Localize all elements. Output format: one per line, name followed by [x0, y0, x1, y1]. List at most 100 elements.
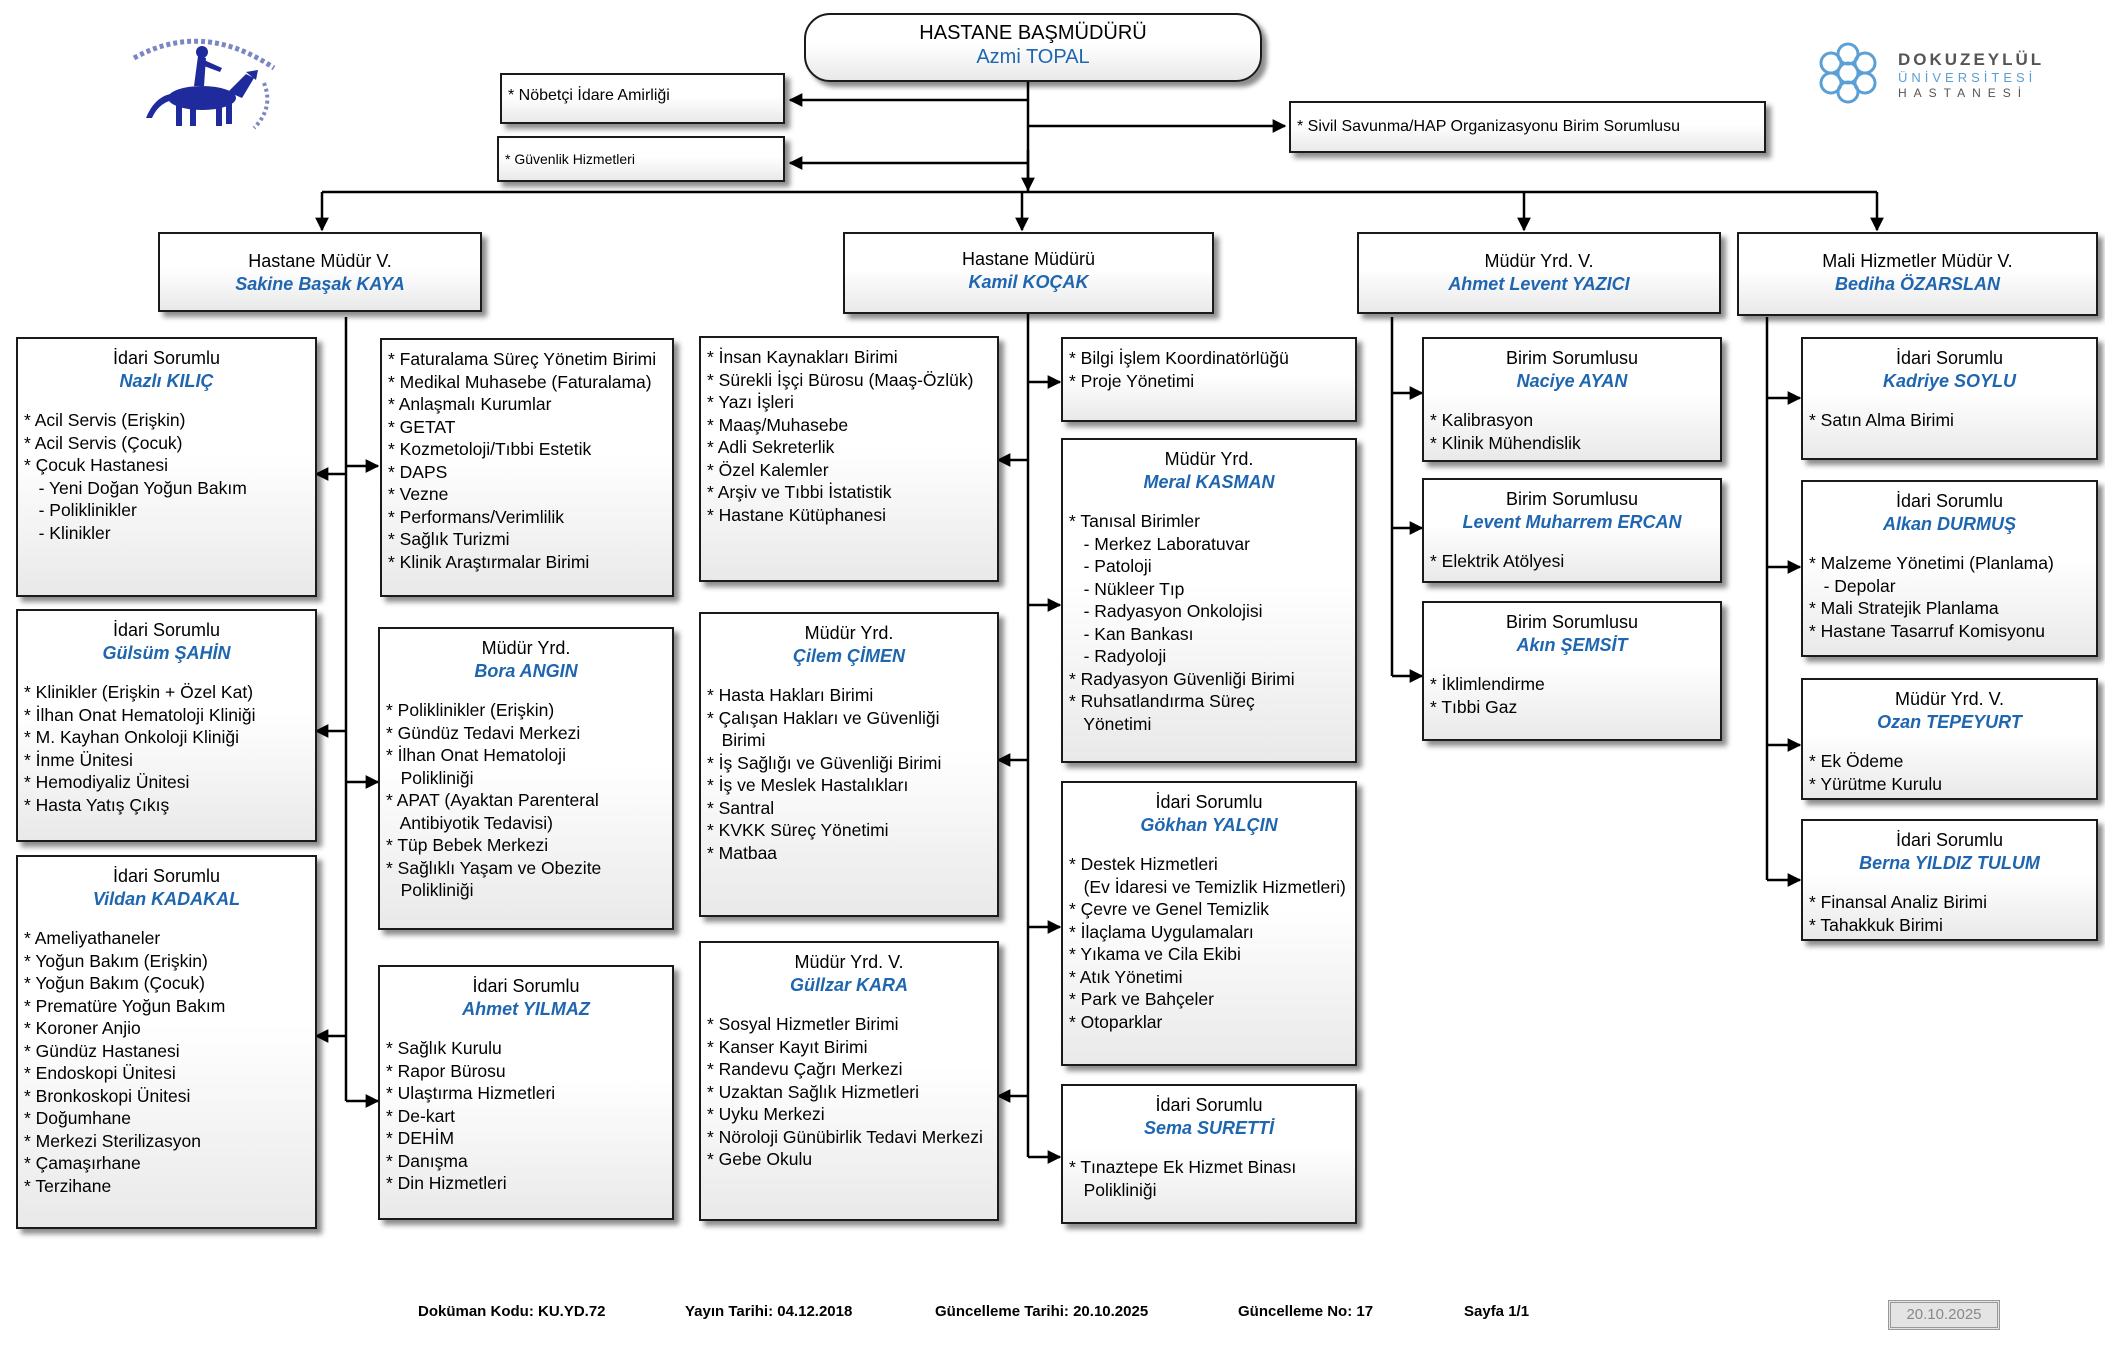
unit-item: - Radyoloji: [1069, 646, 1167, 666]
unit-item: - Klinikler: [24, 522, 111, 543]
unit-item: * Hasta Hakları Birimi: [707, 685, 874, 705]
unit-item: * Park ve Bahçeler: [1069, 989, 1214, 1009]
unit-header: Müdür Yrd.Meral KASMAN: [1063, 448, 1355, 494]
flower-logo-icon: [1819, 42, 1877, 104]
unit-box-meral-kasman[interactable]: Müdür Yrd.Meral KASMAN * Tanısal Birimler…: [1061, 438, 1357, 763]
unit-item: * Kanser Kayıt Birimi: [707, 1036, 868, 1057]
unit-item: * Gebe Okulu: [707, 1149, 813, 1169]
unit-item: * Performans/Verimlilik: [388, 506, 565, 527]
manager-box-2[interactable]: Hastane Müdürü Kamil KOÇAK: [843, 232, 1214, 314]
unit-item: * İlaçlama Uygulamaları: [1069, 921, 1254, 942]
unit-title: İdari Sorumlu: [112, 866, 221, 886]
unit-box-ozan-tepeyurt[interactable]: Müdür Yrd. V.Ozan TEPEYURT* Ek Ödeme* Yü…: [1801, 678, 2098, 800]
unit-box-gullzar-kara[interactable]: Müdür Yrd. V.Güllzar KARA* Sosyal Hizmet…: [699, 941, 999, 1221]
unit-box-bilgi-islem[interactable]: * Bilgi İşlem Koordinatörlüğü* Proje Yön…: [1061, 337, 1357, 422]
unit-item: * Uzaktan Sağlık Hizmetleri: [707, 1081, 920, 1102]
unit-item: * Din Hizmetleri: [386, 1173, 507, 1193]
unit-item: * Prematüre Yoğun Bakım: [24, 995, 226, 1016]
unit-box-cilem-cimen[interactable]: Müdür Yrd.Çilem ÇİMEN * Hasta Hakları Bir…: [699, 612, 999, 917]
unit-item: Polikliniği: [386, 767, 474, 788]
unit-title: Müdür Yrd.: [481, 638, 571, 658]
unit-item: * Merkezi Sterilizasyon: [24, 1130, 201, 1151]
unit-item: * Çalışan Hakları ve Güvenliği: [707, 707, 940, 728]
manager-box-4[interactable]: Mali Hizmetler Müdür V. Bediha ÖZARSLAN: [1737, 232, 2098, 316]
unit-person-name: Vildan KADAKAL: [92, 889, 241, 909]
unit-title: İdari Sorumlu: [112, 620, 221, 640]
unit-header: Müdür Yrd.Çilem ÇİMEN: [701, 622, 997, 668]
unit-item: * Kalibrasyon: [1430, 410, 1534, 430]
unit-item-list: * Faturalama Süreç Yönetim Birimi* Medik…: [382, 348, 672, 573]
unit-item: * Vezne: [388, 484, 449, 504]
staff-nobetci-label: * Nöbetçi İdare Amirliği: [508, 87, 670, 104]
unit-person-name: Güllzar KARA: [789, 975, 908, 995]
unit-item: * De-kart: [386, 1105, 456, 1126]
unit-item-list: * Klinikler (Erişkin + Özel Kat)* İlhan …: [18, 681, 315, 816]
unit-item-list: * Elektrik Atölyesi: [1424, 550, 1720, 573]
unit-item: * Destek Hizmetleri: [1069, 854, 1218, 874]
unit-person-name: Kadriye SOYLU: [1882, 371, 2017, 391]
unit-title: İdari Sorumlu: [1155, 1095, 1263, 1115]
unit-title: İdari Sorumlu: [1895, 830, 2004, 850]
unit-item: - Yeni Doğan Yoğun Bakım: [24, 477, 247, 498]
unit-item: * DAPS: [388, 461, 448, 482]
unit-item: * Uyku Merkezi: [707, 1104, 825, 1124]
manager-box-3[interactable]: Müdür Yrd. V. Ahmet Levent YAZICI: [1357, 232, 1721, 314]
staff-nobetci-box[interactable]: * Nöbetçi İdare Amirliği: [500, 73, 785, 124]
logo-line2: ÜNİVERSİTESİ: [1898, 70, 2037, 85]
staff-guvenlik-label: * Güvenlik Hizmetleri: [505, 151, 635, 167]
unit-item: * Bronkoskopi Ünitesi: [24, 1085, 191, 1106]
unit-item: * Tanısal Birimler: [1069, 511, 1200, 531]
unit-person-name: Ozan TEPEYURT: [1877, 712, 2022, 732]
unit-item: - Nükleer Tıp: [1069, 578, 1185, 599]
unit-item: - Radyasyon Onkolojisi: [1069, 601, 1263, 621]
unit-person-name: Levent Muharrem ERCAN: [1462, 512, 1682, 532]
unit-item: * İnme Ünitesi: [24, 749, 133, 770]
footer-update-date: Güncelleme Tarihi: 20.10.2025: [935, 1303, 1149, 1320]
unit-box-bora-angin[interactable]: Müdür Yrd.Bora ANGIN* Poliklinikler (Eri…: [378, 627, 674, 930]
unit-title: Birim Sorumlusu: [1505, 489, 1639, 509]
chief-director-box[interactable]: HASTANE BAŞMÜDÜRÜ Azmi TOPAL: [804, 13, 1262, 82]
unit-box-insan-kaynaklari[interactable]: * İnsan Kaynakları Birimi* Sürekli İşçi …: [699, 336, 999, 582]
unit-item: * Sağlıklı Yaşam ve Obezite: [386, 857, 602, 878]
unit-item: - Kan Bankası: [1069, 623, 1194, 644]
unit-item: * APAT (Ayaktan Parenteral: [386, 790, 599, 810]
unit-item: * Klinik Araştırmalar Birimi: [388, 551, 590, 572]
unit-item: * Maaş/Muhasebe: [707, 414, 849, 435]
unit-item: * Yıkama ve Cila Ekibi: [1069, 944, 1241, 964]
unit-item: * Hastane Kütüphanesi: [707, 504, 887, 525]
unit-item-list: * Ameliyathaneler* Yoğun Bakım (Erişkin)…: [18, 927, 315, 1197]
unit-item: * Atık Yönetimi: [1069, 966, 1183, 987]
manager-title: Hastane Müdürü: [961, 249, 1096, 269]
unit-item: * Kozmetoloji/Tıbbi Estetik: [388, 439, 592, 459]
unit-item: * Danışma: [386, 1150, 468, 1171]
unit-item: * Yoğun Bakım (Erişkin): [24, 950, 208, 971]
horse-logo-icon: [132, 38, 276, 130]
unit-box-faturalama[interactable]: * Faturalama Süreç Yönetim Birimi* Medik…: [380, 338, 674, 597]
staff-guvenlik-box[interactable]: * Güvenlik Hizmetleri: [497, 136, 785, 182]
unit-item: * Adli Sekreterlik: [707, 437, 835, 457]
unit-item: * Otoparklar: [1069, 1011, 1163, 1032]
unit-item: (Ev İdaresi ve Temizlik Hizmetleri): [1069, 876, 1346, 897]
manager-box-1[interactable]: Hastane Müdür V. Sakine Başak KAYA: [158, 232, 482, 312]
staff-sivil-box[interactable]: * Sivil Savunma/HAP Organizasyonu Birim …: [1289, 101, 1766, 153]
unit-item: * Ruhsatlandırma Süreç: [1069, 691, 1255, 711]
unit-person-name: Ahmet YILMAZ: [462, 999, 590, 1019]
unit-item: * Sağlık Kurulu: [386, 1038, 502, 1058]
